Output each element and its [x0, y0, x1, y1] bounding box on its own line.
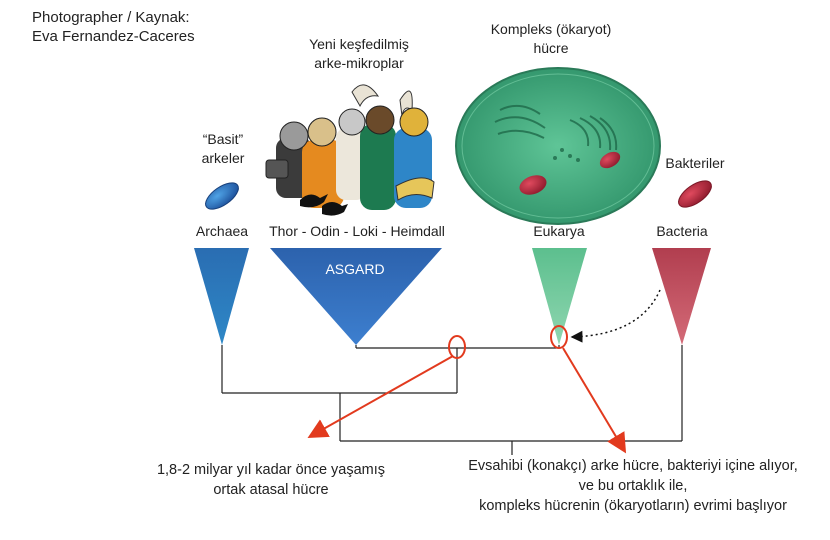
simple-archaea-caption-1: “Basit” — [203, 131, 244, 147]
bacteria-cell-icon — [678, 180, 712, 208]
eukaryote-origin-highlight — [550, 325, 568, 349]
credit-line-1: Photographer / Kaynak: — [32, 9, 190, 26]
domain-label-asgard: Thor - Odin - Loki - Heimdall — [269, 223, 445, 239]
eukaryotic-cell-illustration — [455, 67, 661, 225]
eukarya-branch-triangle — [532, 248, 587, 345]
domain-label-archaea: Archaea — [196, 223, 248, 239]
asgard-branch-triangle — [270, 248, 442, 345]
host-note-line-3: kompleks hücrenin (ökaryotların) evrimi … — [479, 498, 787, 514]
domain-label-eukarya: Eukarya — [533, 223, 585, 239]
host-note-line-2: ve bu ortaklık ile, — [579, 478, 688, 494]
credit-line-2: Eva Fernandez-Caceres — [32, 28, 195, 45]
ancestor-pointer-arrow — [307, 355, 454, 438]
ancestor-note-line-2: ortak atasal hücre — [213, 482, 328, 498]
eukaryote-pointer-arrow — [562, 347, 627, 454]
bacteria-branch-triangle — [652, 248, 711, 345]
endosymbiosis-dotted-arrow — [570, 289, 661, 343]
asgard-caption-1: Yeni keşfedilmiş — [309, 36, 409, 52]
domain-label-bacteria: Bacteria — [656, 223, 708, 239]
archaea-cell-icon — [205, 182, 239, 210]
asgard-label: ASGARD — [325, 261, 384, 277]
ancestor-note-line-1: 1,8-2 milyar yıl kadar önce yaşamış — [157, 462, 385, 478]
asgard-caption-2: arke-mikroplar — [314, 55, 404, 71]
simple-archaea-caption-2: arkeler — [202, 150, 245, 166]
phylogenetic-tree-lines — [221, 345, 683, 455]
common-ancestor-highlight — [448, 335, 466, 359]
host-note-line-1: Evsahibi (konakçı) arke hücre, bakteriyi… — [468, 458, 798, 474]
archaea-branch-triangle — [194, 248, 249, 345]
bacteria-caption: Bakteriler — [665, 155, 724, 171]
complex-cell-caption-2: hücre — [533, 40, 568, 56]
asgard-viking-illustration — [265, 84, 435, 216]
complex-cell-caption-1: Kompleks (ökaryot) — [491, 21, 612, 37]
